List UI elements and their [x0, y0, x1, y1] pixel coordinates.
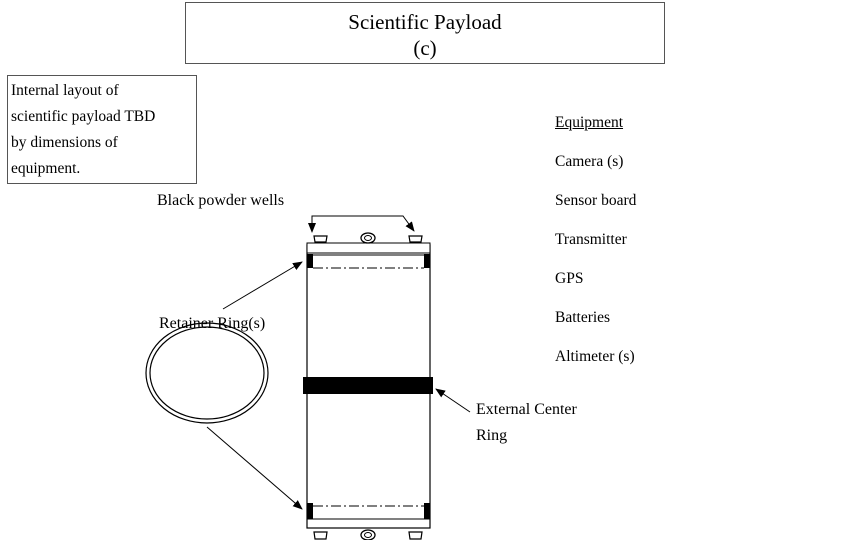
retainer-ring-ellipse — [145, 322, 269, 424]
bottom-retainer-ring — [307, 503, 430, 520]
top-retainer-ring — [307, 254, 430, 269]
equipment-item: Batteries — [555, 309, 611, 326]
note-line: Internal layout of — [11, 82, 119, 99]
external-ring-arrow — [435, 388, 471, 413]
eyebolt-icon — [360, 232, 376, 244]
retainer-arrow-bottom — [206, 426, 303, 510]
label-external-center-ring-line-2: Ring — [476, 427, 508, 444]
label-black-powder-wells: Black powder wells — [157, 192, 285, 209]
equipment-heading: Equipment — [555, 114, 624, 131]
label-external-center-ring: External Center Ring — [476, 397, 577, 449]
wells-arrow-left — [311, 215, 415, 232]
equipment-item: Sensor board — [555, 192, 637, 209]
equipment-item: GPS — [555, 270, 584, 287]
equipment-item: Altimeter (s) — [555, 348, 635, 365]
equipment-item: Camera (s) — [555, 153, 624, 170]
black-powder-well-icon — [313, 235, 328, 243]
title-line-2: (c) — [413, 36, 437, 60]
equipment-list: Equipment Camera (s) Sensor board Transm… — [555, 110, 636, 383]
top-bulkhead — [306, 242, 431, 254]
note-line: by dimensions of — [11, 134, 118, 151]
black-powder-well-icon — [313, 531, 328, 540]
black-powder-well-icon — [408, 235, 423, 243]
note-box: Internal layout of scientific payload TB… — [7, 75, 197, 184]
note-line: scientific payload TBD — [11, 108, 156, 125]
note-line: equipment. — [11, 160, 81, 177]
retainer-arrow-top — [222, 261, 303, 310]
title-box: Scientific Payload (c) — [185, 2, 665, 64]
title-line-1: Scientific Payload — [348, 10, 502, 34]
equipment-item: Transmitter — [555, 231, 627, 248]
eyebolt-icon — [360, 529, 376, 540]
external-center-ring — [303, 377, 433, 394]
label-external-center-ring-line-1: External Center — [476, 401, 577, 418]
black-powder-well-icon — [408, 531, 423, 540]
